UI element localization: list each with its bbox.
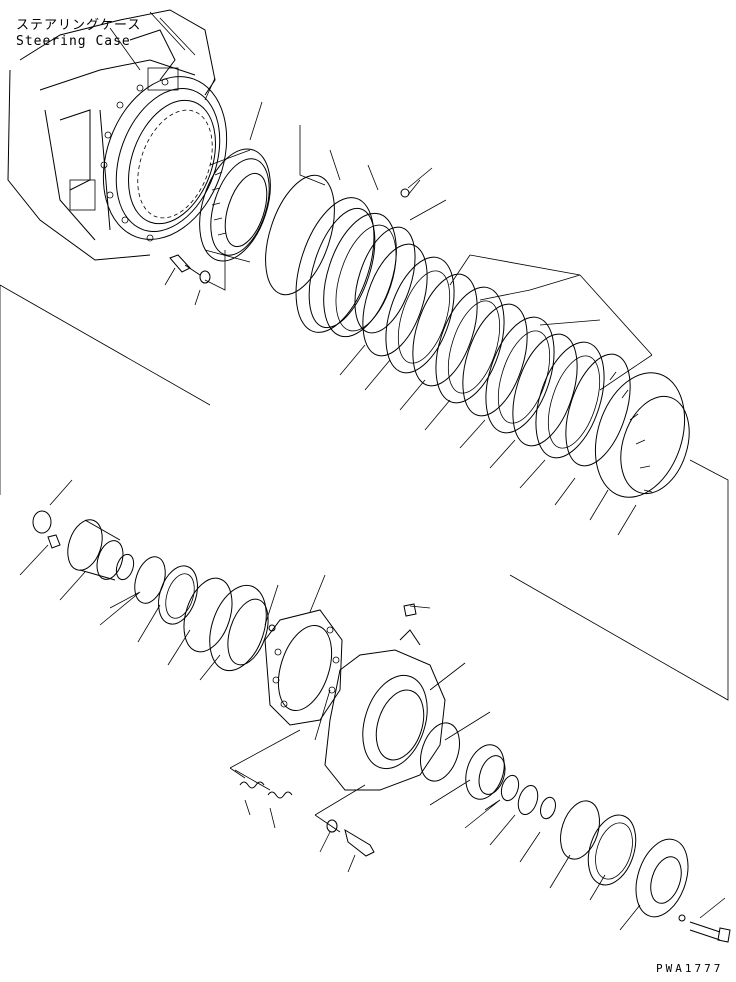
lower-hub — [209, 584, 276, 672]
end-bolt — [678, 914, 731, 943]
end-cover-rings — [560, 800, 637, 886]
piston-plate — [295, 197, 416, 338]
clutch-disc-pack — [362, 243, 690, 498]
title-japanese: ステアリングケース — [16, 18, 142, 33]
bolt-and-washer — [169, 254, 211, 284]
steering-case-housing — [7, 9, 228, 261]
o-ring — [420, 722, 460, 782]
title-english: Steering Case — [16, 34, 131, 49]
seal-ring — [265, 174, 335, 296]
brake-housing — [324, 603, 446, 791]
lower-snap-rings — [500, 774, 556, 820]
input-hub — [67, 519, 135, 581]
clutch-drum — [199, 148, 271, 263]
bottom-bolt-washer — [326, 819, 375, 857]
end-cover — [635, 838, 689, 918]
leader-lines — [0, 77, 729, 931]
part-code: PWA1777 — [656, 962, 724, 975]
springs — [239, 781, 293, 799]
lower-ring-set — [134, 556, 233, 653]
bearing — [465, 744, 506, 800]
shaft-bolt — [47, 534, 61, 549]
small-ball — [400, 188, 410, 198]
gasket-plate — [264, 609, 343, 726]
snap-ring-left — [32, 510, 52, 534]
